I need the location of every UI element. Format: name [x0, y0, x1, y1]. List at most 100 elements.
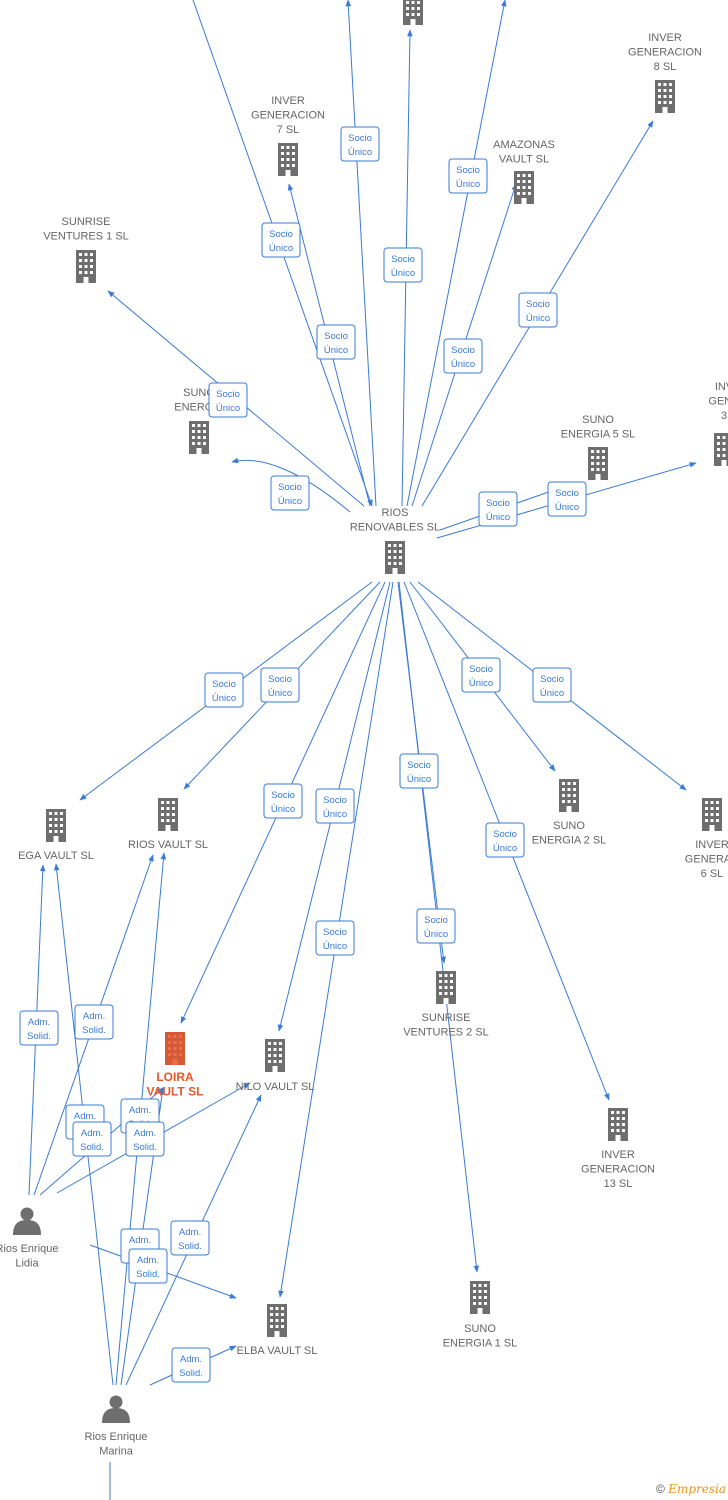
building-icon	[158, 798, 178, 831]
badge-box	[443, 338, 483, 374]
node-label: INVER	[648, 32, 682, 44]
company-node-inver-gen-3[interactable]: INVGENE3	[708, 381, 728, 466]
badge-text: Socio	[456, 165, 480, 176]
person-icon	[102, 1395, 130, 1423]
badge-text: Único	[540, 688, 564, 699]
node-label: SUNO	[553, 820, 585, 832]
adm-solid-badge[interactable]: Adm.Solid.	[74, 1004, 114, 1040]
adm-solid-badge[interactable]: Adm.Solid.	[72, 1121, 112, 1157]
badge-text: Socio	[493, 829, 517, 840]
badge-text: Único	[324, 345, 348, 356]
badge-text: Único	[323, 809, 347, 820]
badge-text: Solid.	[178, 1241, 202, 1252]
badge-box	[340, 126, 380, 162]
building-icon	[385, 541, 405, 574]
adm-solid-badge[interactable]: Adm.Solid.	[125, 1121, 165, 1157]
company-node-suno-energia-2[interactable]: SUNO ENERGIA 2 SL	[532, 779, 607, 847]
node-label: NILO VAULT SL	[236, 1081, 315, 1093]
adm-solid-badge[interactable]: Adm.Solid.	[128, 1248, 168, 1284]
badge-text: Único	[456, 179, 480, 190]
building-icon	[46, 809, 66, 842]
badge-text: Socio	[391, 254, 415, 265]
company-node-elba-vault[interactable]: ELBA VAULT SL	[237, 1304, 318, 1357]
badge-text: Único	[216, 403, 240, 414]
badge-box	[171, 1347, 211, 1383]
badge-box	[170, 1220, 210, 1256]
node-label: LOIRA	[156, 1070, 194, 1084]
badge-text: Único	[268, 688, 292, 699]
badge-text: Único	[486, 512, 510, 523]
badge-box	[315, 920, 355, 956]
node-label: ELBA VAULT SL	[237, 1345, 318, 1357]
empresia-logo[interactable]: Empresia	[668, 1482, 726, 1496]
building-icon	[278, 143, 298, 176]
badge-text: Socio	[526, 299, 550, 310]
node-label: GENERACION	[251, 110, 325, 122]
company-node-ega-vault[interactable]: EGA VAULT SL	[18, 809, 94, 862]
node-label: Lidia	[15, 1258, 39, 1270]
badge-text: Socio	[540, 674, 564, 685]
company-node-top-company[interactable]	[403, 0, 423, 25]
badge-text: Único	[469, 678, 493, 689]
node-label: ENERGIA 2 SL	[532, 835, 607, 847]
company-node-inver-gen-6[interactable]: INVERGENERAC6 SL	[685, 798, 728, 880]
node-label: VENTURES 2 SL	[403, 1027, 489, 1039]
building-icon	[702, 798, 722, 831]
badge-text: Adm.	[81, 1128, 103, 1139]
adm-solid-badge[interactable]: Adm.Solid.	[170, 1220, 210, 1256]
badge-text: Único	[348, 147, 372, 158]
badge-box	[485, 822, 525, 858]
node-label: INVER	[601, 1149, 635, 1161]
badge-text: Socio	[324, 331, 348, 342]
badge-box	[72, 1121, 112, 1157]
building-icon	[403, 0, 423, 25]
badge-text: Socio	[555, 488, 579, 499]
adm-solid-badge[interactable]: Adm.Solid.	[171, 1347, 211, 1383]
badge-box	[270, 475, 310, 511]
adm-solid-badge[interactable]: Adm.Solid.	[19, 1010, 59, 1046]
badge-box	[316, 324, 356, 360]
company-node-rios-vault[interactable]: RIOS VAULT SL	[128, 798, 208, 851]
building-icon	[655, 80, 675, 113]
company-node-nilo-vault[interactable]: NILO VAULT SL	[236, 1039, 315, 1093]
badge-box	[263, 783, 303, 819]
building-icon	[267, 1304, 287, 1337]
badge-box	[518, 292, 558, 328]
building-icon	[588, 447, 608, 480]
node-label: GENERACION	[581, 1164, 655, 1176]
